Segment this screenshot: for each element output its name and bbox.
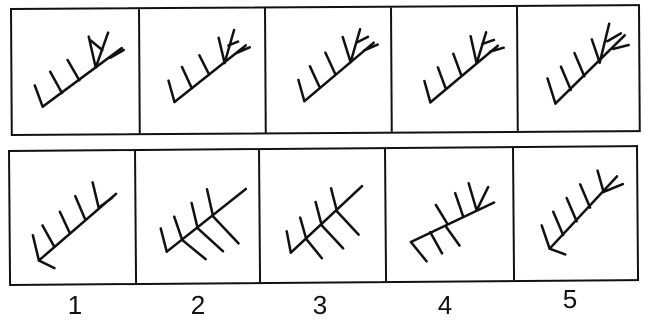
problem-figure-5 (518, 6, 643, 131)
branch-figure-icon (260, 149, 385, 282)
answer-label-1: 1 (60, 290, 90, 321)
answer-label-4: 4 (430, 290, 460, 321)
branch-figure-icon (136, 150, 259, 283)
branch-figure-icon (392, 7, 517, 132)
problem-figure-2 (140, 8, 267, 133)
branch-figure-icon (140, 8, 265, 133)
answer-figures-row (8, 145, 639, 286)
answer-figure-2[interactable] (136, 150, 261, 283)
answer-label-3: 3 (305, 290, 335, 321)
branch-figure-icon (12, 9, 139, 134)
problem-figure-4 (392, 7, 519, 132)
branch-figure-icon (518, 6, 643, 131)
problem-figures-row (10, 4, 641, 136)
problem-figure-3 (266, 8, 393, 133)
answer-label-2: 2 (183, 290, 213, 321)
branch-figure-icon (266, 8, 391, 133)
problem-figure-1 (12, 9, 141, 134)
branch-figure-icon (514, 147, 641, 280)
answer-figure-4[interactable] (386, 148, 515, 281)
answer-figure-5[interactable] (514, 147, 641, 280)
branch-figure-icon (10, 151, 135, 284)
answer-label-5: 5 (555, 284, 585, 315)
answer-figure-1[interactable] (10, 151, 137, 284)
answer-figure-3[interactable] (260, 149, 387, 282)
branch-figure-icon (386, 148, 513, 281)
